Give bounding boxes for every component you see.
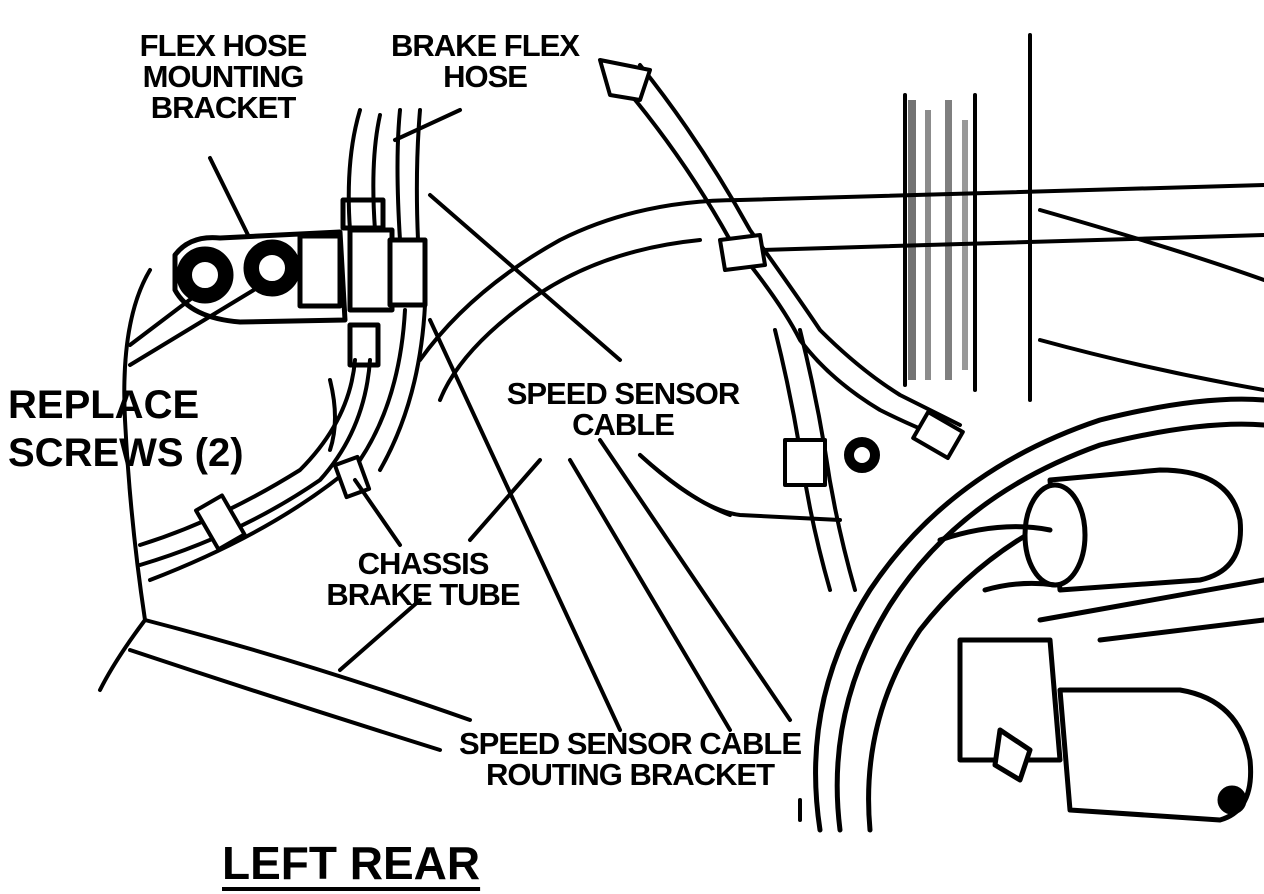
- speed-sensor-cable-routing-bracket-label: SPEED SENSOR CABLE ROUTING BRACKET: [440, 728, 820, 790]
- flex-hose-label-line-1: FLEX HOSE: [139, 28, 308, 63]
- chassis-brake-tube-line-1: CHASSIS: [357, 546, 490, 581]
- diagram-title: LEFT REAR: [222, 837, 481, 889]
- chassis-brake-tube-line-2: BRAKE TUBE: [326, 577, 520, 612]
- flex-hose-label-line-2: MOUNTING: [142, 59, 305, 94]
- brake-flex-hose-label: BRAKE FLEX HOSE: [380, 30, 590, 92]
- flex-hose-mounting-bracket-label: FLEX HOSE MOUNTING BRACKET: [118, 30, 328, 123]
- brake-tubes: [138, 108, 427, 582]
- speed-sensor-cable-line-1: SPEED SENSOR: [506, 376, 741, 411]
- flex-hose-mounting-bracket: [172, 197, 428, 368]
- brake-backing-plate: [813, 396, 1264, 833]
- speed-sensor-cable-line-2: CABLE: [572, 407, 675, 442]
- chassis-brake-tube-label: CHASSIS BRAKE TUBE: [318, 548, 528, 610]
- replace-screws-label: REPLACE SCREWS (2): [8, 385, 244, 473]
- leader-lines: [128, 108, 802, 822]
- replace-screws-line-1: REPLACE: [8, 383, 200, 427]
- speed-sensor-cable-label: SPEED SENSOR CABLE: [488, 378, 758, 440]
- speckled-column: [908, 100, 968, 380]
- routing-bracket-line-1: SPEED SENSOR CABLE: [458, 726, 802, 761]
- routing-bracket-line-2: ROUTING BRACKET: [485, 757, 775, 792]
- replace-screws-line-2: SCREWS (2): [8, 431, 244, 475]
- brake-flex-hose-line-1: BRAKE FLEX: [390, 28, 580, 63]
- flex-hose-label-line-3: BRACKET: [150, 90, 297, 125]
- brake-flex-hose-line-2: HOSE: [443, 59, 528, 94]
- frame-structure: [98, 33, 1264, 752]
